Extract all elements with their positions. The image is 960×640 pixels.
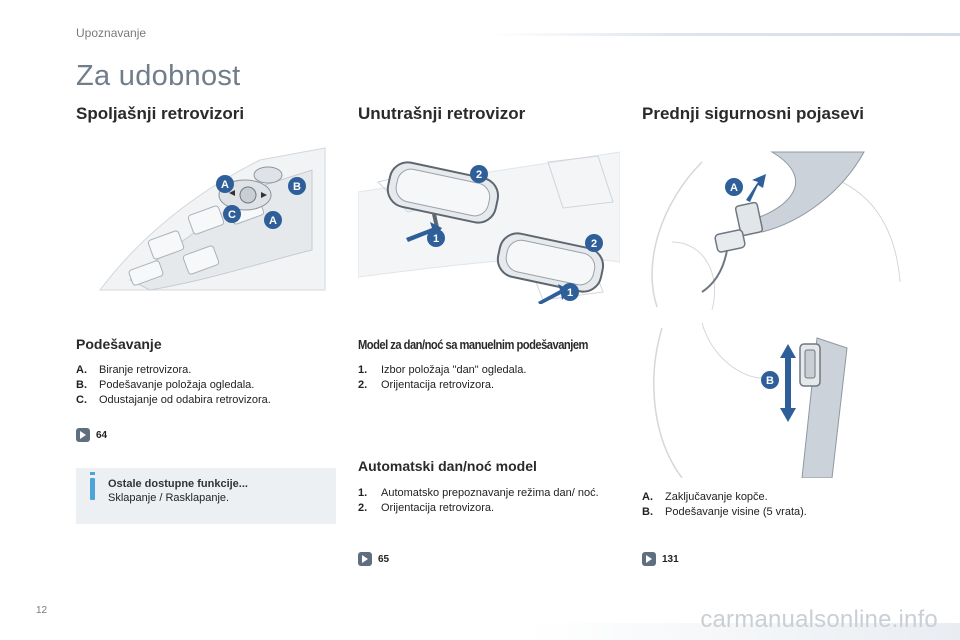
mirror-switch-illustration: A B C A <box>98 147 326 291</box>
callout-c <box>223 205 241 223</box>
automatic-day-night-subheading: Automatski dan/noć model <box>358 458 537 474</box>
svg-text:C: C <box>228 209 236 221</box>
page-number: 12 <box>36 605 48 616</box>
list-item: 1.Automatsko prepoznavanje režima dan/ n… <box>358 487 599 499</box>
list-item: 2.Orijentacija retrovizora. <box>358 379 495 391</box>
callout-2-second <box>585 234 603 252</box>
svg-text:2: 2 <box>476 169 482 181</box>
list-item: 2.Orijentacija retrovizora. <box>358 502 495 514</box>
watermark: carmanualsonline.info <box>700 606 938 633</box>
page-title: Za udobnost <box>76 60 241 92</box>
info-title: Ostale dostupne funkcije... <box>108 478 248 490</box>
interior-mirror-illustration: 2 1 2 1 <box>358 151 620 304</box>
callout-b <box>288 177 306 195</box>
front-seat-belts-heading: Prednji sigurnosni pojasevi <box>642 104 864 123</box>
svg-text:A: A <box>221 179 229 191</box>
info-box: Ostale dostupne funkcije... Sklapanje / … <box>76 468 336 524</box>
seatbelt-buckle-illustration: A <box>651 151 901 310</box>
svg-text:1: 1 <box>433 233 439 245</box>
list-item: A.Biranje retrovizora. <box>76 364 192 376</box>
callout-1 <box>427 229 445 247</box>
arrow-right-icon <box>358 552 372 566</box>
adjustment-list: A.Biranje retrovizora. B.Podešavanje pol… <box>76 363 336 408</box>
callout-b <box>761 371 779 389</box>
list-item: B.Podešavanje položaja ogledala. <box>76 379 255 391</box>
seatbelt-height-illustration: B <box>653 322 848 478</box>
page-reference-link[interactable]: 64 <box>76 428 107 442</box>
svg-text:A: A <box>730 182 738 194</box>
callout-2 <box>470 165 488 183</box>
svg-text:B: B <box>293 181 301 193</box>
callout-a <box>216 175 234 193</box>
list-item: A.Zaključavanje kopče. <box>642 491 768 503</box>
automatic-day-night-list: 1.Automatsko prepoznavanje režima dan/ n… <box>358 486 608 516</box>
header-rule <box>490 33 960 36</box>
interior-mirror-heading: Unutrašnji retrovizor <box>358 104 526 123</box>
manual-day-night-list: 1.Izbor položaja "dan" ogledala. 2.Orije… <box>358 363 620 393</box>
svg-text:1: 1 <box>567 287 573 299</box>
svg-text:2: 2 <box>591 238 597 250</box>
svg-text:B: B <box>766 375 774 387</box>
callout-a-second <box>264 211 282 229</box>
section-label: Upoznavanje <box>76 26 147 40</box>
list-item: B.Podešavanje visine (5 vrata). <box>642 506 807 518</box>
adjustment-subheading: Podešavanje <box>76 336 162 352</box>
svg-text:A: A <box>269 215 277 227</box>
info-text: Sklapanje / Rasklapanje. <box>108 492 230 504</box>
info-icon <box>90 472 95 475</box>
exterior-mirrors-heading: Spoljašnji retrovizori <box>76 104 245 123</box>
list-item: 1.Izbor položaja "dan" ogledala. <box>358 364 527 376</box>
arrow-right-icon <box>642 552 656 566</box>
callout-a <box>725 178 743 196</box>
arrow-right-icon <box>76 428 90 442</box>
manual-day-night-subheading: Model za dan/noć sa manuelnim podešavanj… <box>358 337 588 352</box>
page-reference-link[interactable]: 65 <box>358 552 389 566</box>
callout-1-second <box>561 283 579 301</box>
footer-bar <box>0 623 960 640</box>
seatbelt-list: A.Zaključavanje kopče. B.Podešavanje vis… <box>642 490 904 520</box>
list-item: C.Odustajanje od odabira retrovizora. <box>76 394 271 406</box>
page-reference-link[interactable]: 131 <box>642 552 679 566</box>
